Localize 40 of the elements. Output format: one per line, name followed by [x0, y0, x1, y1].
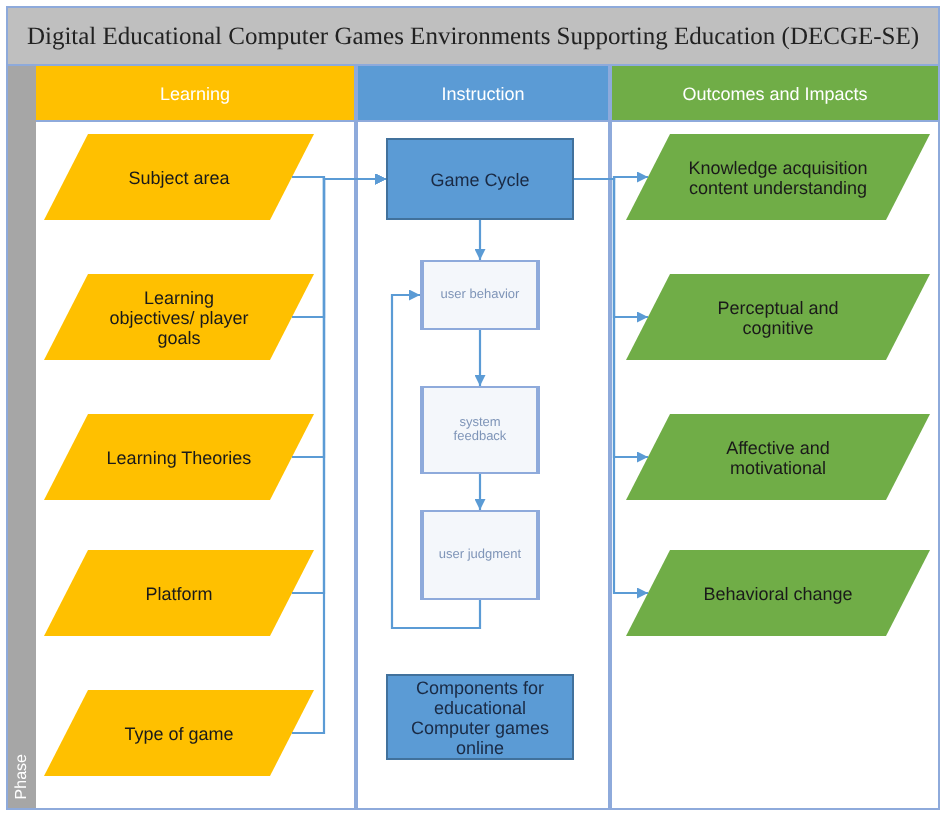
process-box — [386, 674, 574, 760]
subprocess-box — [420, 510, 540, 600]
arrow — [474, 220, 486, 260]
parallelogram-shape — [44, 134, 314, 220]
process-box — [386, 138, 574, 220]
parallelogram-shape — [44, 690, 314, 776]
parallelogram-shape — [44, 414, 314, 500]
node-label: Components for educational Computer games online — [408, 677, 552, 757]
swimlane — [356, 64, 610, 810]
swimlane — [610, 64, 940, 810]
arrow — [474, 330, 486, 386]
parallelogram-shape — [626, 414, 930, 500]
arrow — [474, 474, 486, 510]
arrow — [390, 289, 482, 630]
node-label: Platform — [145, 583, 213, 603]
subprocess-box — [420, 386, 540, 474]
node-label: Game Cycle — [430, 169, 530, 189]
node-label: Type of game — [124, 723, 234, 743]
parallelogram-shape — [44, 274, 314, 360]
subprocess-box — [420, 260, 540, 330]
parallelogram-shape — [626, 134, 930, 220]
phase-label: Phase — [12, 754, 30, 800]
node-label: Subject area — [128, 167, 230, 187]
parallelogram-shape — [44, 550, 314, 636]
arrow — [292, 173, 386, 735]
swimlane — [34, 64, 356, 810]
node-label: Learning objectives/ player goals — [107, 287, 251, 347]
node-label: Perceptual and cognitive — [715, 297, 841, 337]
parallelogram-shape — [626, 274, 930, 360]
node-label: Learning Theories — [106, 447, 252, 467]
pool-title: Digital Educational Computer Games Environments Supporting Education (DECGE-SE) — [26, 21, 920, 51]
parallelogram-shape — [626, 550, 930, 636]
lane-header: Outcomes and Impacts — [612, 66, 938, 122]
node-label: Behavioral change — [703, 583, 853, 603]
node-label: Affective and motivational — [724, 437, 832, 477]
lane-header: Learning — [36, 66, 354, 122]
arrow — [574, 177, 648, 599]
node-label: Knowledge acquisition content understanding — [686, 157, 870, 197]
pool-frame — [6, 6, 940, 810]
lane-header: Instruction — [358, 66, 608, 122]
